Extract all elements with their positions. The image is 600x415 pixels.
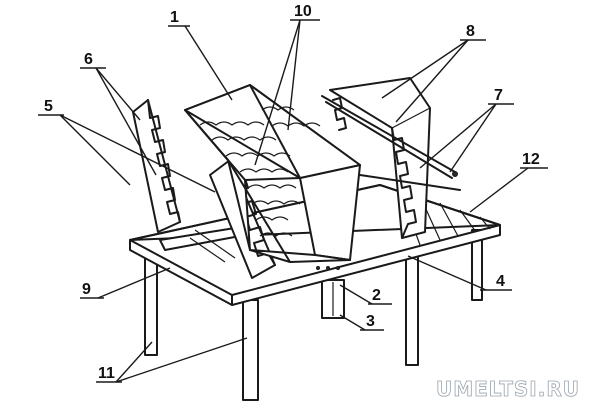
leader-8-b	[395, 39, 469, 123]
leader-lines	[38, 19, 548, 383]
leader-12	[469, 167, 529, 213]
outlet-dot	[336, 266, 340, 270]
leader-4	[407, 255, 487, 291]
leg-right	[405, 254, 419, 366]
leg-front-left	[144, 254, 158, 356]
leader-5-a	[59, 114, 131, 186]
outlet-dot	[316, 266, 320, 270]
label-3: 3	[366, 313, 375, 330]
label-10: 10	[294, 3, 312, 20]
rod-upper	[321, 95, 456, 173]
frame-slat	[459, 209, 477, 233]
inner-rail	[194, 229, 236, 259]
label-2: 2	[372, 287, 381, 304]
leader-9	[97, 267, 171, 299]
leader-6-a	[95, 67, 141, 121]
leader-10-a	[287, 19, 301, 131]
label-8: 8	[466, 23, 475, 40]
hopper-outlet	[249, 249, 351, 263]
rods	[321, 95, 461, 191]
leader-11-b	[115, 337, 248, 383]
rod-upper-edge	[325, 101, 453, 179]
part-labels: 1 10 8 6 5 7 12 9 4 2 3 11	[44, 3, 540, 382]
leader-8-a	[381, 39, 469, 99]
hopper-edge	[227, 159, 291, 263]
leader-2	[339, 284, 373, 305]
left-comb-plate	[132, 99, 181, 233]
rod-end	[452, 171, 458, 177]
label-5: 5	[44, 98, 53, 115]
hopper	[184, 84, 361, 270]
label-7: 7	[494, 87, 503, 104]
comb-teeth-right-upper	[332, 97, 347, 131]
leader-1	[184, 25, 233, 101]
plate-edge	[391, 107, 431, 129]
label-11: 11	[98, 365, 115, 382]
label-4: 4	[496, 273, 505, 290]
hopper-front-face	[299, 164, 361, 261]
frame-slat	[439, 202, 459, 237]
inner-rail	[189, 237, 226, 263]
leader-3	[339, 314, 366, 331]
label-12: 12	[522, 151, 540, 168]
frame-slat	[479, 216, 491, 230]
leader-10-b	[254, 19, 301, 166]
leader-7-a	[419, 103, 497, 169]
right-comb-plate	[329, 77, 431, 239]
comb-teeth-left-back	[147, 99, 181, 223]
watermark-text: UMELTSI.RU	[436, 377, 580, 401]
leader-11-a	[115, 341, 153, 383]
leader-5-b	[59, 114, 216, 193]
label-9: 9	[82, 281, 91, 298]
frame-front-right-rail	[231, 224, 501, 306]
label-1: 1	[170, 9, 179, 26]
outlet-dot	[326, 266, 330, 270]
label-6: 6	[84, 51, 93, 68]
leg-front-center	[242, 299, 259, 401]
rod-lower	[359, 174, 461, 191]
plate-edge	[329, 89, 393, 129]
leader-7-b	[449, 103, 497, 173]
